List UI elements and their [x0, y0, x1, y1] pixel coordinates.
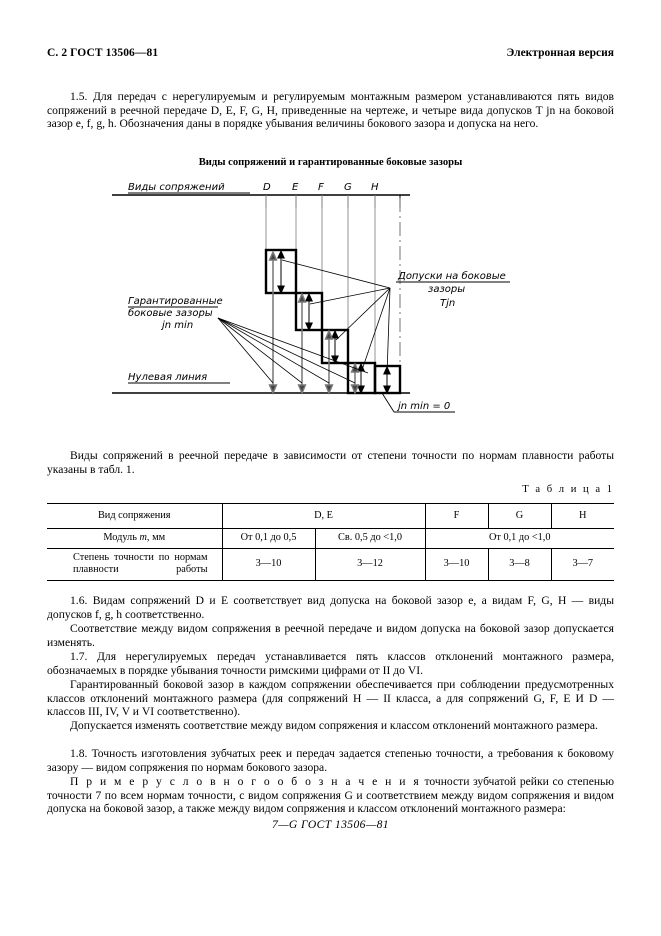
paragraph-1-5-text: 1.5. Для передач с нерегулируемым и регу… [47, 90, 614, 131]
table-header-de: D, E [221, 502, 425, 529]
paragraph-1-7b: Гарантированный боковой зазор в каждом с… [47, 678, 614, 719]
table-cell-accuracy-f: 3—10 [424, 547, 488, 581]
table-caption: Т а б л и ц а 1 [522, 484, 614, 495]
paragraph-example-rest: точности зубчатой рейки со степенью точн… [47, 775, 614, 816]
table-1: Вид сопряжения D, E F G H Модуль m, мм О… [47, 502, 614, 581]
figure-mating-types-diagram: Виды сопряжений D E F G H Гарантированны… [110, 178, 555, 438]
figure-label-guaranteed-3: jn min [160, 320, 193, 331]
figure-label-tolerances-2: зазоры [428, 284, 465, 295]
figure-column-label-f: F [318, 182, 324, 193]
page-header: С. 2 ГОСТ 13506—81 Электронная версия [47, 47, 614, 65]
paragraph-1-5: 1.5. Для передач с нерегулируемым и регу… [47, 90, 614, 131]
module-symbol: m [139, 532, 147, 544]
figure-label-zero-line: Нулевая линия [128, 372, 207, 383]
table-row: Вид сопряжения D, E F G H [47, 502, 614, 529]
paragraph-1-7c-text: Допускается изменять соответствие между … [70, 719, 598, 732]
figure-label-tolerances-3: Tjn [440, 298, 455, 309]
figure-column-label-d: D [263, 182, 271, 193]
figure-title: Виды сопряжений и гарантированные боковы… [198, 157, 463, 168]
figure-label-guaranteed-2: боковые зазоры [128, 307, 213, 319]
paragraph-example: П р и м е р у с л о в н о г о о б о з н … [47, 775, 614, 816]
paragraph-1-7: 1.7. Для нерегулируемых передач устанавл… [47, 650, 614, 677]
paragraph-1-6b-text: Соответствие между видом сопряжения в ре… [47, 622, 614, 649]
paragraph-1-6b: Соответствие между видом сопряжения в ре… [47, 622, 614, 649]
table-header-mating-type: Вид сопряжения [47, 502, 222, 529]
figure-column-label-h: H [371, 182, 379, 193]
table-header-g: G [487, 502, 551, 529]
paragraph-1-8: 1.8. Точность изготовления зубчатых реек… [47, 747, 614, 774]
figure-label-zero-backlash: jn min = 0 [396, 401, 450, 412]
table-row-label-module: Модуль m, мм [47, 528, 222, 549]
table-header-f: F [424, 502, 488, 529]
figure-label-guaranteed-1: Гарантированные [128, 296, 223, 307]
table-row-label-accuracy: Степень точности по нормам плавности раб… [47, 547, 222, 581]
header-electronic-version: Электронная версия [506, 47, 614, 59]
figure-column-label-g: G [344, 182, 352, 193]
table-cell-module-de2: Св. 0,5 до <1,0 [314, 528, 425, 549]
figure-column-label-e: E [292, 182, 299, 193]
designation-example: 7—G ГОСТ 13506—81 [272, 818, 389, 831]
table-cell-module-fgh: От 0,1 до <1,0 [424, 528, 614, 549]
table-cell-accuracy-de1: 3—10 [221, 547, 315, 581]
table-cell-accuracy-g: 3—8 [487, 547, 551, 581]
table-row: Степень точности по нормам плавности раб… [47, 547, 614, 581]
table-cell-module-de1: От 0,1 до 0,5 [221, 528, 315, 549]
paragraph-table-intro: Виды сопряжений в реечной передаче в зав… [47, 449, 614, 476]
paragraph-1-7c: Допускается изменять соответствие между … [47, 719, 614, 733]
paragraph-1-6: 1.6. Видам сопряжений D и E соответствуе… [47, 594, 614, 621]
figure-axis-label: Виды сопряжений [128, 182, 225, 193]
table-cell-accuracy-h: 3—7 [550, 547, 614, 581]
paragraph-1-8-text: 1.8. Точность изготовления зубчатых реек… [47, 747, 614, 774]
paragraph-example-lead: П р и м е р у с л о в н о г о о б о з н … [70, 775, 421, 788]
paragraph-1-7b-text: Гарантированный боковой зазор в каждом с… [47, 678, 614, 719]
paragraph-1-6-text: 1.6. Видам сопряжений D и E соответствуе… [47, 594, 614, 621]
table-header-h: H [550, 502, 614, 529]
figure-label-tolerances-1: Допуски на боковые [397, 270, 506, 282]
table-row: Модуль m, мм От 0,1 до 0,5 Св. 0,5 до <1… [47, 528, 614, 549]
table-cell-accuracy-de2: 3—12 [314, 547, 425, 581]
paragraph-1-7-text: 1.7. Для нерегулируемых передач устанавл… [47, 650, 614, 677]
paragraph-table-intro-text: Виды сопряжений в реечной передаче в зав… [47, 449, 614, 476]
header-standard-ref: С. 2 ГОСТ 13506—81 [47, 47, 159, 59]
